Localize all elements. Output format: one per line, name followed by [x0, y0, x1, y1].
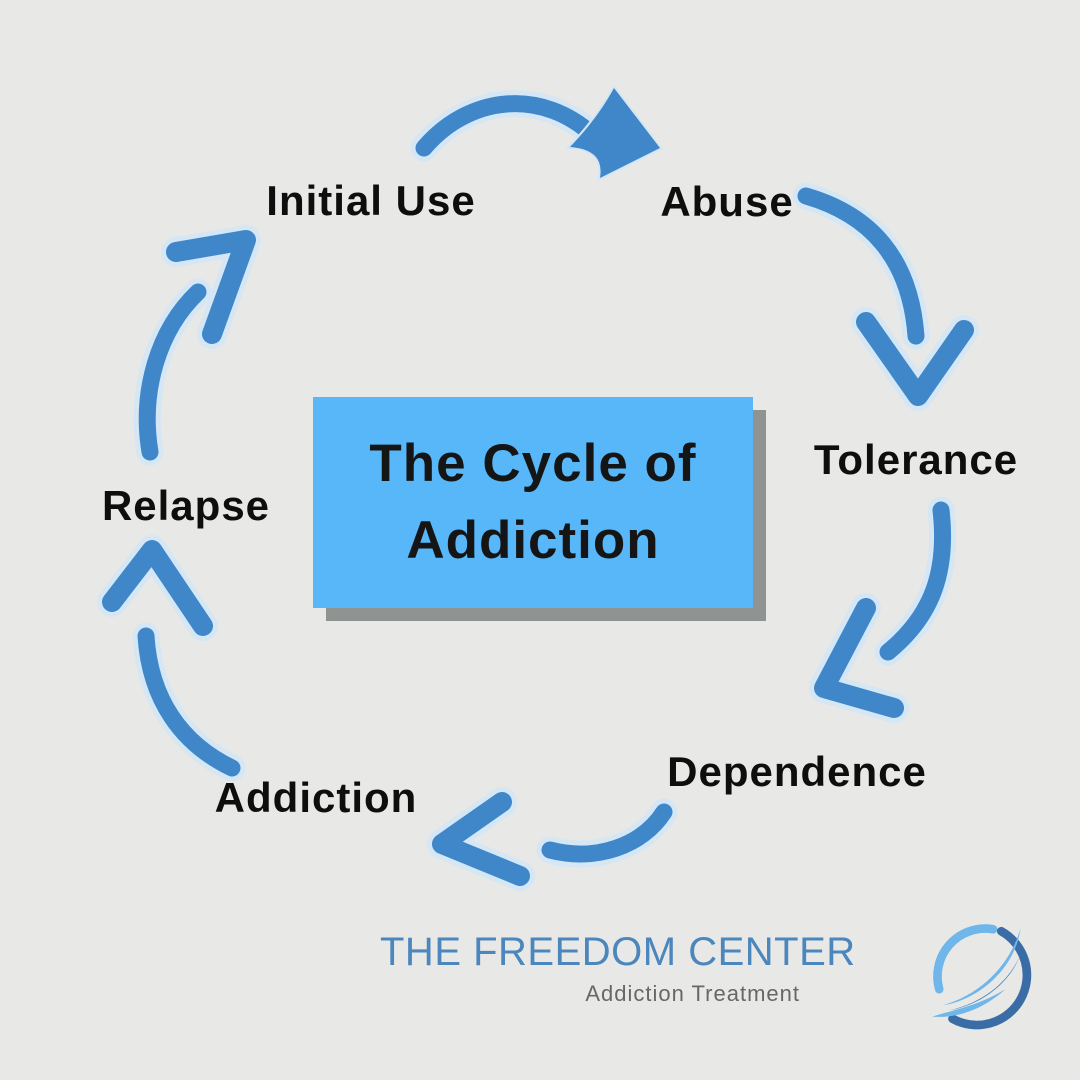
arrow-addiction-to-relapse: [97, 535, 246, 782]
logo-text-block: THE FREEDOM CENTER Addiction Treatment: [380, 930, 856, 1007]
stage-label-dependence: Dependence: [667, 748, 927, 795]
arrow-dependence-to-addiction: [427, 787, 678, 891]
stage-label-initial-use: Initial Use: [266, 177, 476, 224]
freedom-center-circle-swoosh-icon: [932, 924, 1032, 1030]
arrow-relapse-to-initial-use: [133, 225, 261, 466]
stage-label-abuse: Abuse: [660, 178, 794, 225]
stage-label-relapse: Relapse: [101, 482, 271, 529]
stage-label-addiction: Addiction: [214, 774, 418, 821]
stage-label-tolerance: Tolerance: [813, 436, 1019, 483]
arrow-initial-use-to-abuse: [410, 84, 664, 182]
logo-tagline: Addiction Treatment: [585, 981, 800, 1006]
title-line-2: Addiction: [406, 510, 660, 570]
title-line-1: The Cycle of: [369, 433, 697, 493]
arrow-abuse-to-tolerance: [792, 182, 979, 411]
freedom-center-logo: THE FREEDOM CENTER Addiction Treatment: [380, 924, 1050, 1050]
logo-name: THE FREEDOM CENTER: [380, 930, 856, 974]
arrow-tolerance-to-dependence: [809, 496, 957, 723]
center-title-box: The Cycle of Addiction: [313, 397, 753, 608]
